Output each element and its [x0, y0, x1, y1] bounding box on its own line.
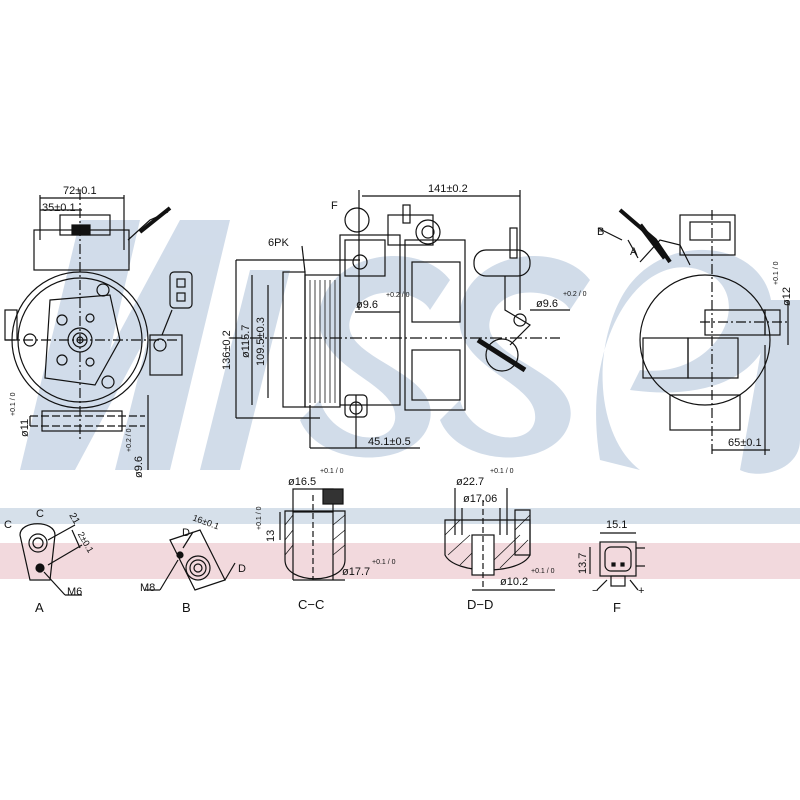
dim-hole-right-tol: +0.2 / 0 [563, 291, 587, 298]
section-cc-dia-16-tol: +0.1 / 0 [320, 468, 344, 475]
detail-f-drawing [589, 532, 645, 591]
detail-b-m8: M8 [140, 582, 156, 594]
section-cc-label: C−C [298, 597, 325, 612]
dim-hole-right: ø9.6 [536, 298, 559, 310]
detail-f-label: F [613, 600, 621, 615]
section-dd-drawing [444, 488, 555, 591]
detail-f-width: 15.1 [606, 519, 628, 531]
dim-side-height: 136±0.2 [221, 330, 233, 370]
side-view [230, 190, 570, 449]
dim-pulley-dia-inner: 109.5±0.3 [255, 317, 267, 366]
section-dd-dia-17: ø17.06 [463, 493, 498, 505]
section-dd-dia-10: ø10.2 [500, 576, 529, 588]
section-dd-dia-10-tol: +0.1 / 0 [531, 568, 555, 575]
front-view [4, 190, 193, 470]
section-dd-label: D−D [467, 597, 494, 612]
detail-a-label: A [35, 600, 44, 615]
dim-front-width-total: 72±0.1 [63, 185, 97, 197]
section-cc-dia-16: ø16.5 [288, 476, 317, 488]
detail-f-height: 13.7 [577, 552, 589, 574]
detail-b-label: B [182, 600, 191, 615]
detail-a-c1: C [4, 519, 12, 531]
section-cc-dim-13: 13 [265, 529, 277, 542]
detail-b-d2: D [238, 563, 246, 575]
detail-b-drawing [145, 529, 236, 591]
pink-band [0, 543, 800, 579]
dim-front-width-half: 35±0.1 [42, 202, 76, 214]
arrow-b-label: B [597, 226, 605, 238]
section-dd-dia-22: ø22.7 [456, 476, 485, 488]
dim-front-mount-dia: ø11 [19, 418, 31, 437]
dim-rear-hole-dia: ø12 [781, 287, 793, 306]
detail-a-m6: M6 [67, 586, 83, 598]
section-dd-dia-22-tol: +0.1 / 0 [490, 468, 514, 475]
detail-a-drawing [19, 523, 83, 596]
blue-band [0, 508, 800, 524]
detail-f-plus: + [638, 585, 645, 597]
detail-a-c2: C [36, 508, 44, 520]
dim-rear-offset: 65±0.1 [728, 437, 762, 449]
section-f-marker: F [331, 200, 338, 212]
dim-front-hole-dia: ø9.6 [133, 455, 145, 478]
dim-offset-45: 45.1±0.5 [368, 436, 411, 448]
section-cc-dim-13-tol: +0.1 / 0 [256, 506, 263, 530]
dim-hole-top-tol: +0.2 / 0 [386, 292, 410, 299]
belt-type-label: 6PK [268, 237, 289, 249]
dim-front-hole-dia-tol: +0.2 / 0 [126, 428, 133, 452]
dim-side-length: 141±0.2 [428, 183, 468, 195]
dim-front-mount-dia-tol: +0.1 / 0 [10, 392, 17, 416]
arrow-a-label: A [630, 246, 638, 258]
detail-b-d1: D [182, 527, 190, 539]
rear-view [597, 208, 790, 455]
section-cc-drawing [279, 488, 346, 581]
detail-f-minus: − [592, 585, 599, 597]
dim-rear-hole-dia-tol: +0.1 / 0 [773, 261, 780, 285]
section-cc-dia-17: ø17.7 [342, 566, 371, 578]
section-cc-dia-17-tol: +0.1 / 0 [372, 559, 396, 566]
dim-pulley-dia: ø115.7 [240, 324, 252, 358]
dim-hole-top: ø9.6 [356, 299, 379, 311]
